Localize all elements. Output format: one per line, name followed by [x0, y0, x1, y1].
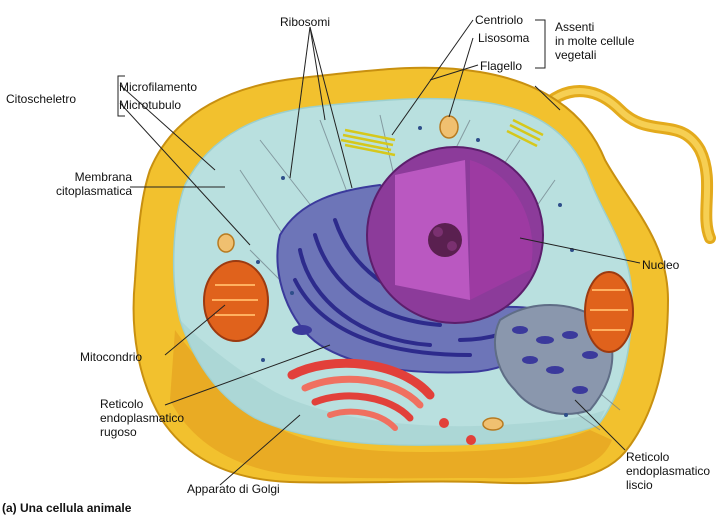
- label-golgi: Apparato di Golgi: [187, 482, 280, 496]
- label-lisosoma: Lisosoma: [478, 31, 529, 45]
- label-microtubulo: Microtubulo: [119, 98, 181, 112]
- label-centriolo: Centriolo: [475, 13, 523, 27]
- nucleolus: [428, 223, 462, 257]
- lysosome: [440, 116, 458, 138]
- mitochondrion-right: [585, 272, 633, 352]
- label-ribosomi: Ribosomi: [280, 15, 330, 29]
- label-nucleo: Nucleo: [642, 258, 679, 272]
- mitochondrion-left: [204, 261, 268, 341]
- lysosome-3: [483, 418, 503, 430]
- lysosome-2: [218, 234, 234, 252]
- label-ser: Reticolo endoplasmatico liscio: [626, 450, 710, 492]
- label-microfilamento: Microfilamento: [119, 80, 197, 94]
- label-citoscheletro: Citoscheletro: [6, 92, 76, 106]
- label-flagello: Flagello: [480, 59, 522, 73]
- figure-caption: (a) Una cellula animale: [2, 501, 131, 515]
- label-mitocondrio: Mitocondrio: [80, 350, 142, 364]
- label-membrana: Membrana citoplasmatica: [40, 170, 132, 198]
- label-assenti: Assenti in molte cellule vegetali: [555, 20, 634, 62]
- label-rer: Reticolo endoplasmatico rugoso: [100, 397, 184, 439]
